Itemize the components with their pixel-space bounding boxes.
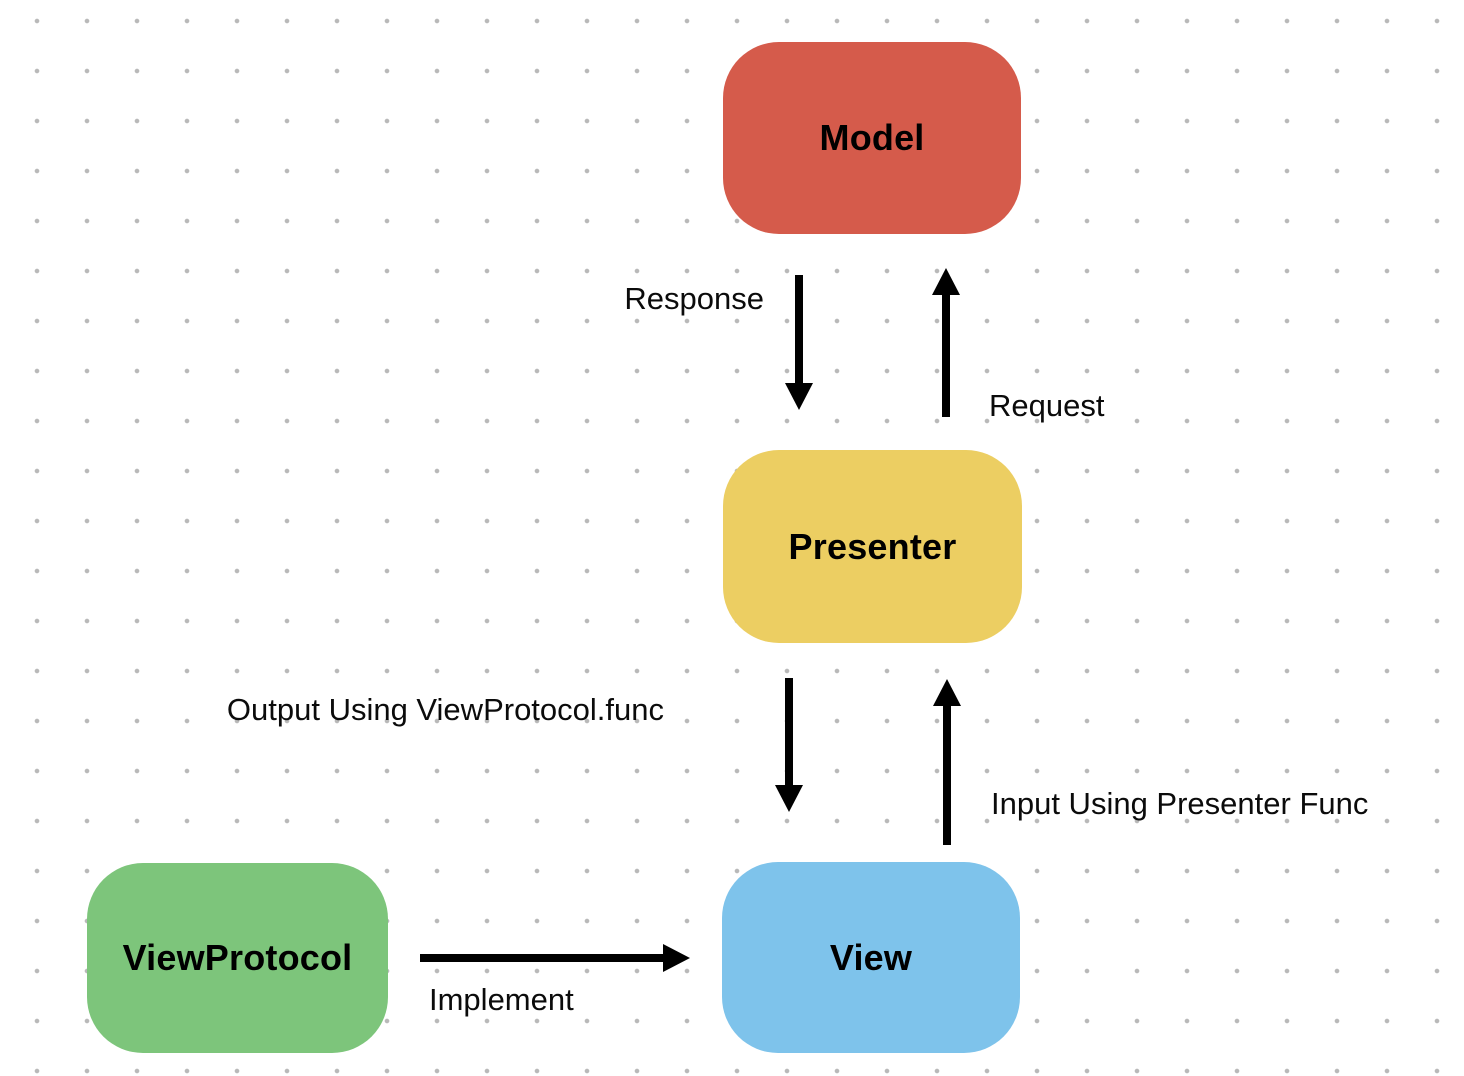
input-edge-label: Input Using Presenter Func — [991, 786, 1369, 821]
node-viewprotocol: ViewProtocol — [87, 863, 388, 1053]
output-arrow — [775, 678, 803, 812]
arrow-shaft — [420, 954, 663, 962]
node-view-label: View — [829, 936, 913, 978]
arrow-shaft — [795, 275, 803, 383]
arrowhead-up-icon — [933, 679, 961, 706]
response-edge-label: Response — [624, 281, 764, 316]
output-edge-label: Output Using ViewProtocol.func — [226, 692, 664, 727]
implement-arrow — [420, 944, 690, 972]
node-model: Model — [723, 42, 1021, 234]
arrowhead-up-icon — [932, 268, 960, 295]
request-arrow — [932, 268, 960, 417]
arrow-shaft — [943, 706, 951, 845]
node-viewprotocol-label: ViewProtocol — [122, 937, 353, 978]
response-arrow — [785, 275, 813, 410]
node-view: View — [722, 862, 1020, 1053]
request-edge-label: Request — [989, 388, 1105, 423]
node-presenter: Presenter — [723, 450, 1022, 643]
implement-edge-label: Implement — [429, 982, 574, 1017]
node-presenter-label: Presenter — [788, 525, 957, 567]
arrowhead-right-icon — [663, 944, 690, 972]
arrow-shaft — [942, 295, 950, 417]
arrowhead-down-icon — [785, 383, 813, 410]
arrow-shaft — [785, 678, 793, 785]
arrowhead-down-icon — [775, 785, 803, 812]
node-model-label: Model — [819, 117, 925, 158]
input-arrow — [933, 679, 961, 845]
